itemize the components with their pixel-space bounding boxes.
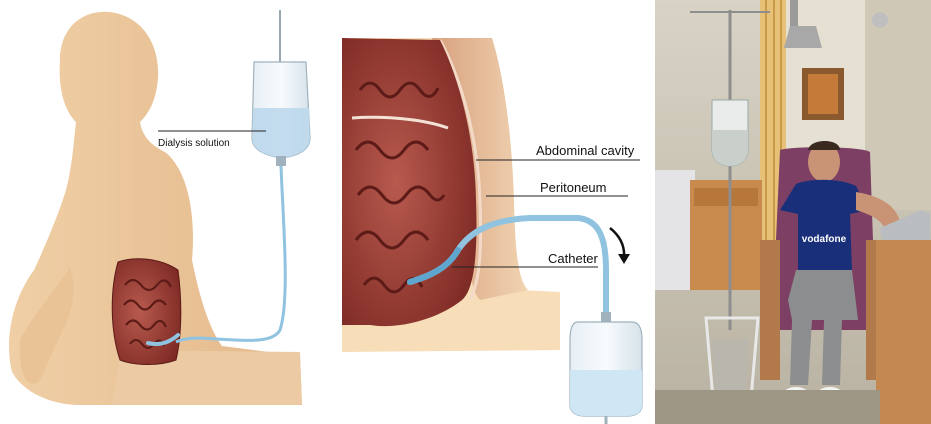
flow-arrow-icon [610,228,624,258]
abdominal-cutaway [112,259,181,365]
dialysis-bag [252,62,310,166]
label-catheter: Catheter [548,251,599,266]
body-diagram-panel: Dialysis solution [9,10,310,405]
cross-section-panel: Abdominal cavity Peritoneum Catheter [342,38,642,424]
patient-photo-panel: vodafone [655,0,931,424]
label-peritoneum: Peritoneum [540,180,606,195]
label-dialysis-solution: Dialysis solution [158,138,230,149]
label-abdominal-cavity: Abdominal cavity [536,143,635,158]
drain-bag [570,312,642,424]
shirt-brand-text: vodafone [802,234,847,245]
